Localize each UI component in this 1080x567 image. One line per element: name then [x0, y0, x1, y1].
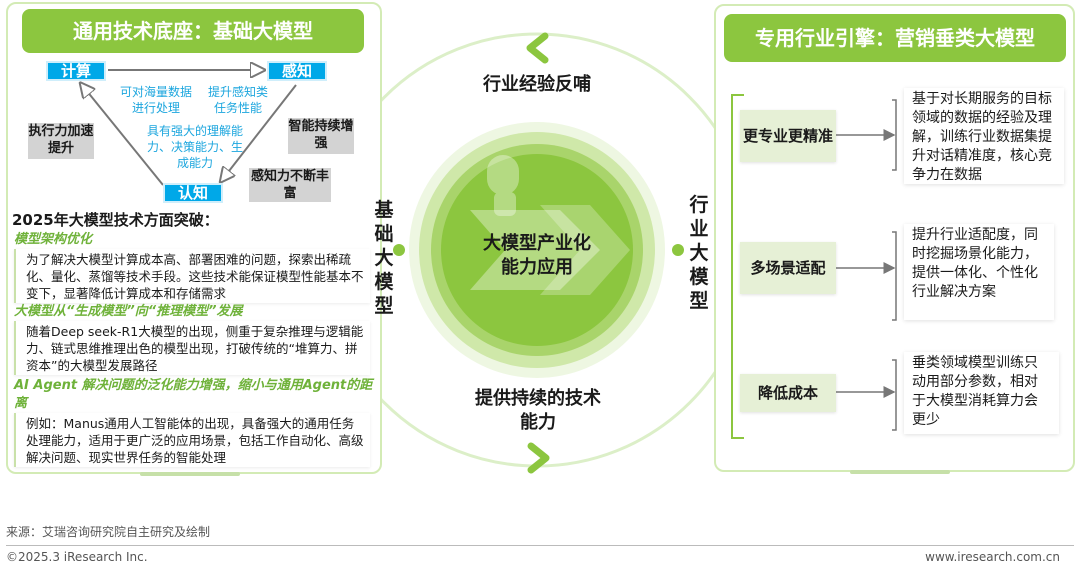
footer-source: 来源：艾瑞咨询研究院自主研究及绘制 — [6, 525, 211, 539]
right-connectors — [731, 94, 897, 439]
right-panel-title: 专用行业引擎：营销垂类大模型 — [724, 14, 1066, 62]
item-head-architecture: 模型架构优化 — [14, 232, 93, 247]
item-body-agent: 例如：Manus通用人工智能体的出现，具备强大的通用任务处理能力，适用于更广泛的… — [14, 413, 370, 467]
section-title: 2025年大模型技术方面突破： — [12, 211, 219, 229]
footer-divider — [6, 545, 1074, 546]
row-desc-cost: 垂类领域模型训练只动用部分参数，相对于大模型消耗算力会更少 — [904, 352, 1059, 434]
left-vertical-label: 基础大模型 — [374, 199, 394, 317]
triangle-text-processing: 可对海量数据进行处理 — [119, 85, 192, 115]
footer-website[interactable]: www.iresearch.com.cn — [925, 550, 1060, 564]
row-label-multiscene: 多场景适配 — [740, 242, 836, 294]
center-top-label: 行业经验反哺 — [483, 74, 591, 95]
triangle-text-capabilities: 具有强大的理解能力、决策能力、生成能力 — [146, 124, 243, 170]
row-desc-professional: 基于对长期服务的目标领域的数据的经验及理解，训练行业数据集提升对话精准度，核心竞… — [904, 88, 1064, 184]
triangle-text-perception: 提升感知类任务性能 — [207, 85, 268, 115]
gray-box-intelligence: 智能持续增强 — [288, 118, 354, 154]
center-core-label: 大模型产业化能力应用 — [483, 233, 591, 278]
node-perceive: 感知 — [267, 61, 327, 81]
right-panel-shadow — [850, 470, 950, 474]
item-body-reasoning: 随着Deep seek-R1大模型的出现，侧重于复杂推理与逻辑能力、链式思维推理… — [14, 321, 370, 375]
node-cognize: 认知 — [163, 183, 223, 203]
row-label-professional: 更专业更精准 — [740, 110, 836, 162]
left-panel-title: 通用技术底座：基础大模型 — [22, 9, 364, 53]
gray-box-execution: 执行力加速提升 — [28, 123, 94, 159]
left-panel-shadow — [140, 472, 240, 476]
row-label-cost: 降低成本 — [740, 374, 836, 412]
item-body-architecture: 为了解决大模型计算成本高、部署困难的问题，探索出稀疏化、量化、蒸馏等技术手段。这… — [14, 249, 370, 303]
row-desc-multiscene: 提升行业适配度，同时挖掘场景化能力，提供一体化、个性化行业解决方案 — [904, 224, 1054, 320]
right-vertical-label: 行业大模型 — [689, 194, 709, 312]
item-head-reasoning: 大模型从“生成模型”向“推理模型”发展 — [14, 304, 243, 319]
footer-copyright: ©2025.3 iResearch Inc. — [6, 550, 148, 564]
node-compute: 计算 — [46, 61, 106, 81]
triangle-arrows — [0, 0, 297, 186]
center-bottom-label: 提供持续的技术能力 — [475, 388, 601, 433]
item-head-agent: AI Agent 解决问题的泛化能力增强，缩小与通用Agent的距离 — [14, 378, 373, 411]
gray-box-perception: 感知力不断丰富 — [249, 168, 331, 202]
